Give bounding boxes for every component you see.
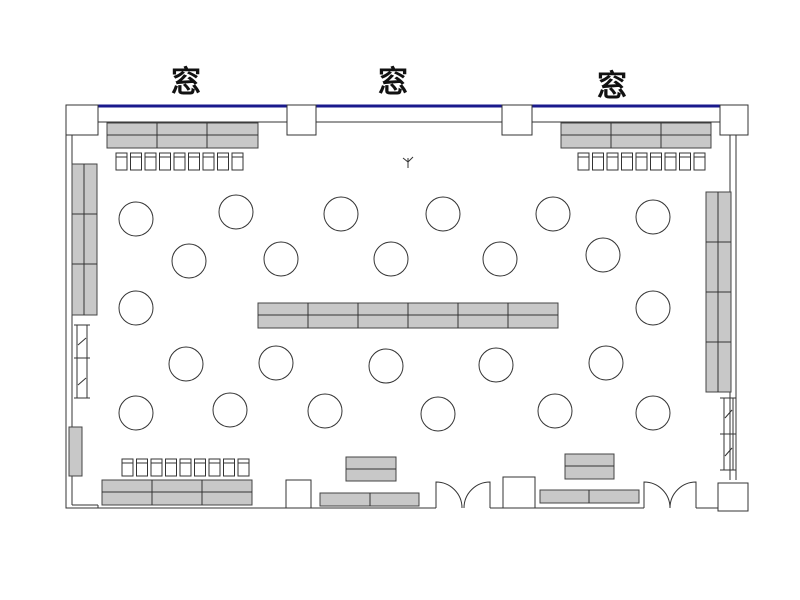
right-side-door xyxy=(720,397,736,471)
chair xyxy=(577,152,590,171)
round-table xyxy=(588,345,624,381)
left-small-table xyxy=(68,426,83,477)
chair xyxy=(223,458,235,477)
pillar-bottom-right xyxy=(717,482,749,512)
door-bottom-center xyxy=(435,481,491,509)
round-table xyxy=(118,201,154,237)
chair xyxy=(188,152,200,171)
right-wall-buffet xyxy=(705,191,732,393)
chair xyxy=(693,152,706,171)
chairs xyxy=(115,152,706,477)
chair xyxy=(165,458,177,477)
chair xyxy=(202,152,215,171)
chair xyxy=(231,152,244,171)
doors xyxy=(74,324,736,509)
round-tables xyxy=(118,194,671,432)
round-table xyxy=(307,393,343,429)
bottom-center-table xyxy=(319,492,420,507)
round-table xyxy=(478,347,514,383)
window-label-right: 窓 xyxy=(597,69,627,104)
pillar-top-right xyxy=(719,104,749,136)
door-bottom-right xyxy=(643,481,697,509)
round-table xyxy=(323,196,359,232)
mic-stand-icon xyxy=(402,156,414,168)
chair xyxy=(150,458,163,477)
long-tables xyxy=(68,122,732,507)
round-table xyxy=(537,393,573,429)
chair xyxy=(592,152,604,171)
chair xyxy=(217,152,229,171)
round-table xyxy=(218,194,254,230)
pillar-top-1 xyxy=(286,104,317,136)
chair xyxy=(194,458,206,477)
pillar-top-2 xyxy=(501,104,533,136)
center-buffet xyxy=(257,302,559,329)
chair xyxy=(136,458,148,477)
round-table xyxy=(168,346,204,382)
round-table xyxy=(420,396,456,432)
bottom-center-stand xyxy=(345,456,397,482)
chair xyxy=(144,152,157,171)
pillar-bottom-1 xyxy=(285,479,312,509)
chair xyxy=(130,152,142,171)
top-right-buffet xyxy=(560,122,712,149)
round-table xyxy=(635,395,671,431)
bottom-right-table xyxy=(539,489,640,504)
window-label-center: 窓 xyxy=(378,65,408,100)
round-table xyxy=(535,196,571,232)
pillar-top-left xyxy=(65,104,99,136)
chair xyxy=(650,152,662,171)
chair xyxy=(159,152,171,171)
pillars xyxy=(65,104,749,512)
round-table xyxy=(118,290,154,326)
chair xyxy=(115,152,128,171)
chair xyxy=(208,458,221,477)
bottom-left-buffet xyxy=(101,479,253,506)
chair xyxy=(664,152,677,171)
chair xyxy=(621,152,633,171)
chair xyxy=(679,152,691,171)
left-side-door xyxy=(74,324,90,399)
round-table xyxy=(635,199,671,235)
round-table xyxy=(373,241,409,277)
round-table xyxy=(635,290,671,326)
round-table xyxy=(212,392,248,428)
round-table xyxy=(118,395,154,431)
bottom-right-stand xyxy=(564,453,615,480)
round-table xyxy=(171,243,207,279)
round-table xyxy=(585,237,621,273)
round-table xyxy=(425,196,461,232)
chair xyxy=(179,458,192,477)
chair xyxy=(237,458,250,477)
chair xyxy=(173,152,186,171)
chair xyxy=(635,152,648,171)
round-table xyxy=(263,241,299,277)
top-left-buffet xyxy=(106,122,259,149)
round-table xyxy=(258,345,294,381)
left-wall-buffet xyxy=(71,163,98,316)
chair xyxy=(606,152,619,171)
round-table xyxy=(482,241,518,277)
chair xyxy=(121,458,134,477)
pillar-bottom-2 xyxy=(502,476,536,509)
round-table xyxy=(368,348,404,384)
window-label-left: 窓 xyxy=(171,65,201,100)
